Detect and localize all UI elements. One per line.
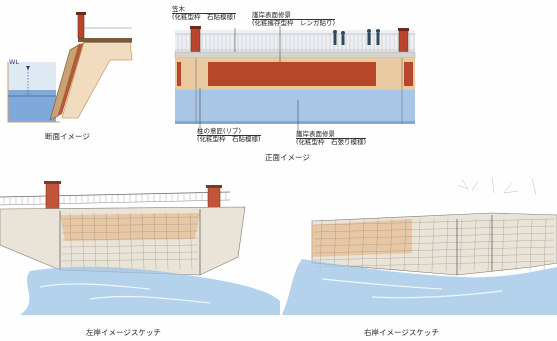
- left-sketch-pillar-2: [207, 186, 221, 210]
- right-sketch-caption: 右岸イメージスケッチ: [364, 328, 439, 337]
- coping-label: 笠木 (化粧型枠 石貼模様): [172, 6, 236, 21]
- rib-title: 柱の意匠(リブ): [197, 127, 242, 135]
- right-sketch-drawing: [282, 176, 557, 315]
- left-sketch-caption: 左岸イメージスケッチ: [86, 328, 161, 337]
- people-silhouettes: [333, 29, 380, 45]
- coping-band: [174, 51, 416, 59]
- brick-panel: [208, 62, 376, 86]
- left-sketch-pillar-1: [45, 182, 60, 210]
- right-sketch-water: [282, 259, 557, 315]
- elevation-drawing: [174, 26, 416, 136]
- left-sketch-drawing: [0, 181, 280, 315]
- section-pillar: [77, 13, 85, 39]
- pale-blue-band: [175, 90, 415, 124]
- rib-label: 柱の意匠(リブ) (化粧型枠 石貼模様): [197, 128, 261, 143]
- elevation-pillar-left: [190, 27, 201, 55]
- rib-detail: (化粧型枠 石貼模様): [197, 135, 261, 143]
- brick-end-right: [404, 62, 413, 86]
- section-drawing: [7, 12, 133, 123]
- lower-finish-detail: (化粧型枠 石張り模様): [296, 138, 367, 146]
- lower-finish-title: 護岸表面修景: [296, 130, 335, 138]
- coping-detail: (化粧型枠 石貼模様): [172, 13, 236, 21]
- section-caption: 断面イメージ: [45, 132, 90, 141]
- right-bank-sketch: 右岸イメージスケッチ: [282, 175, 557, 341]
- section-diagram: WL 断面イメージ: [0, 0, 140, 150]
- coping-title: 笠木: [172, 5, 185, 13]
- left-sketch-water: [20, 266, 280, 315]
- elevation-caption: 正面イメージ: [265, 153, 310, 162]
- lower-finish-label: 護岸表面修景 (化粧型枠 石張り模様): [296, 130, 367, 146]
- upper-finish-label: 護岸表面修景 (化粧擁存型枠 レンガ貼り): [252, 11, 336, 27]
- water-level-label: WL: [9, 58, 20, 66]
- elevation-pillar-right: [398, 29, 409, 55]
- brick-end-left: [177, 62, 181, 86]
- upper-finish-detail: (化粧擁存型枠 レンガ貼り): [252, 19, 336, 27]
- left-bank-sketch: 左岸イメージスケッチ: [0, 175, 280, 341]
- upper-finish-title: 護岸表面修景: [252, 11, 291, 19]
- elevation-diagram: 笠木 (化粧型枠 石貼模様) 護岸表面修景 (化粧擁存型枠 レンガ貼り) 柱の意…: [150, 0, 557, 170]
- section-water: [8, 90, 56, 122]
